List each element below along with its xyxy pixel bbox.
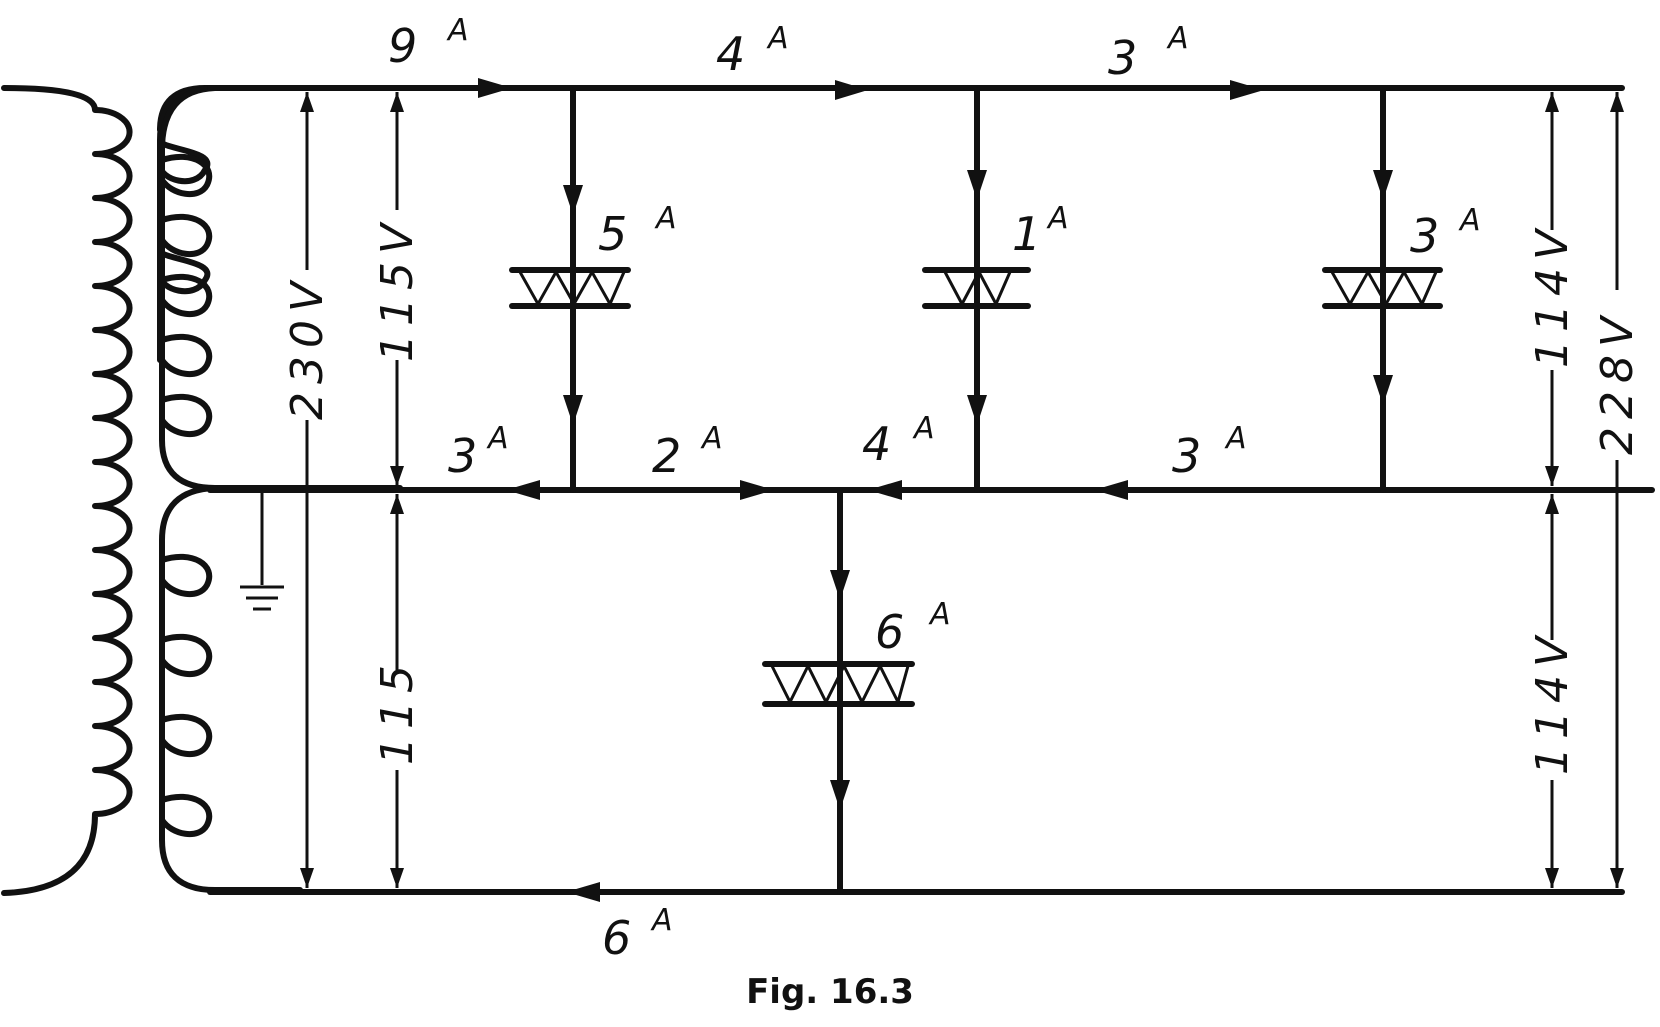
load-branch-a bbox=[509, 87, 631, 493]
primary-winding bbox=[1, 85, 133, 896]
voltage-label-left-total: 230V bbox=[282, 274, 333, 420]
voltage-label-right-lower: 114V bbox=[1527, 629, 1578, 775]
voltage-label-left-upper: 115V bbox=[372, 216, 423, 362]
load-branch-d bbox=[762, 487, 915, 895]
current-label-load-c: 3 A bbox=[1410, 203, 1481, 263]
arrow-neutral-1 bbox=[506, 480, 540, 500]
voltage-marker-right-upper bbox=[1545, 92, 1559, 486]
svg-text:A: A bbox=[1224, 421, 1247, 456]
secondary-winding bbox=[157, 85, 403, 893]
svg-text:A: A bbox=[446, 13, 469, 48]
current-label-load-b: 1 A bbox=[1012, 201, 1069, 261]
svg-text:9: 9 bbox=[388, 19, 423, 73]
svg-text:3: 3 bbox=[448, 429, 483, 483]
arrow-neutral-2 bbox=[740, 480, 774, 500]
arrow-bottom bbox=[566, 882, 600, 902]
svg-text:6: 6 bbox=[602, 911, 637, 965]
svg-text:A: A bbox=[912, 411, 935, 446]
svg-text:6: 6 bbox=[875, 605, 910, 659]
current-label-neutral-2: 2 A bbox=[652, 421, 723, 483]
svg-text:A: A bbox=[700, 421, 723, 456]
current-label-neutral-4: 3 A bbox=[1172, 421, 1247, 483]
current-label-load-d: 6 A bbox=[875, 597, 951, 659]
current-label-neutral-3: 4 A bbox=[862, 411, 935, 471]
svg-text:A: A bbox=[1046, 201, 1069, 236]
ground-icon bbox=[240, 490, 284, 611]
arrow-neutral-4 bbox=[1094, 480, 1128, 500]
svg-text:A: A bbox=[650, 903, 673, 938]
svg-text:3: 3 bbox=[1172, 429, 1207, 483]
svg-text:5: 5 bbox=[598, 207, 633, 261]
current-label-bottom: 6 A bbox=[602, 903, 673, 965]
voltage-marker-right-total bbox=[1610, 92, 1624, 888]
arrow-neutral-3 bbox=[868, 480, 902, 500]
figure-caption: Fig. 16.3 bbox=[746, 972, 914, 1012]
svg-text:A: A bbox=[1166, 21, 1189, 56]
voltage-marker-left-total bbox=[300, 92, 314, 888]
current-label-top-3: 3 A bbox=[1108, 21, 1189, 85]
svg-text:A: A bbox=[654, 201, 677, 236]
voltage-marker-left-upper bbox=[390, 92, 404, 486]
svg-text:1: 1 bbox=[1012, 207, 1047, 261]
svg-text:3: 3 bbox=[1410, 209, 1445, 263]
voltage-label-left-lower: 115 bbox=[372, 657, 423, 765]
svg-text:4: 4 bbox=[862, 417, 897, 471]
svg-text:A: A bbox=[928, 597, 951, 632]
arrow-top-1 bbox=[478, 78, 512, 98]
svg-text:2: 2 bbox=[652, 429, 687, 483]
current-label-top-1: 9 A bbox=[388, 13, 469, 73]
svg-text:A: A bbox=[766, 21, 789, 56]
current-label-top-2: 4 A bbox=[716, 21, 789, 81]
voltage-marker-right-lower bbox=[1545, 494, 1559, 888]
current-label-load-a: 5 A bbox=[598, 201, 677, 261]
svg-text:4: 4 bbox=[716, 27, 751, 81]
svg-text:A: A bbox=[1458, 203, 1481, 238]
current-label-neutral-1: 3 A bbox=[448, 421, 509, 483]
arrow-top-3 bbox=[1230, 80, 1264, 100]
load-branch-c bbox=[1322, 87, 1443, 493]
voltage-marker-left-lower bbox=[390, 494, 404, 888]
arrow-top-2 bbox=[835, 80, 868, 100]
voltage-label-right-total: 228V bbox=[1592, 309, 1643, 455]
load-branch-b bbox=[922, 87, 1031, 493]
svg-text:A: A bbox=[486, 421, 509, 456]
voltage-label-right-upper: 114V bbox=[1527, 222, 1578, 368]
svg-text:3: 3 bbox=[1108, 31, 1143, 85]
